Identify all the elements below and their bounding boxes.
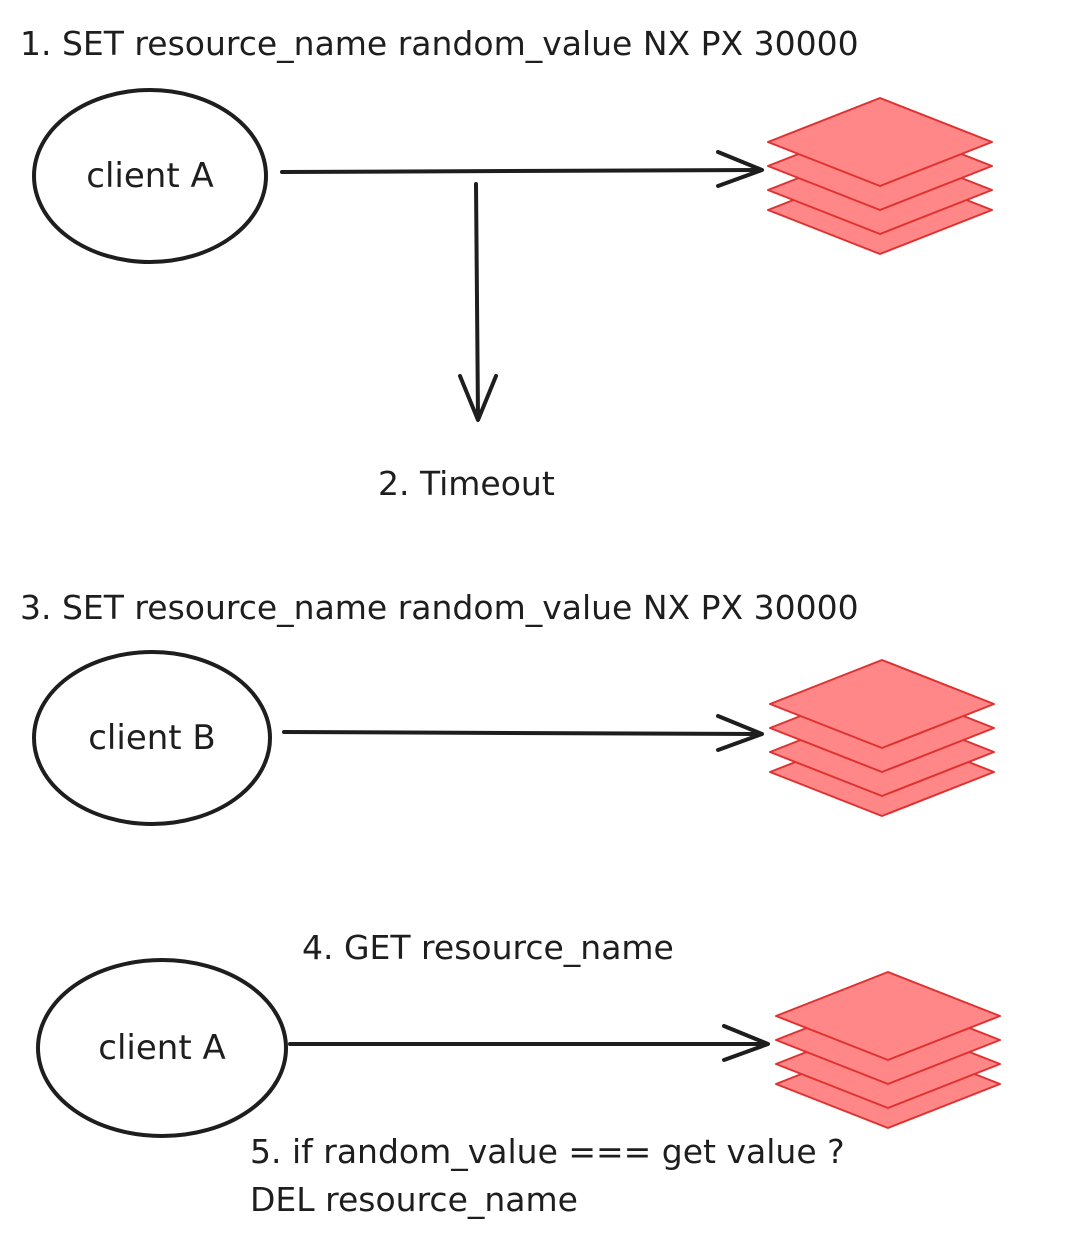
client-a-top-label: client A — [86, 156, 214, 196]
step-3-label: 3. SET resource_name random_value NX PX … — [20, 588, 859, 627]
client-a-bottom-label: client A — [98, 1028, 226, 1068]
arrow-timeout-head — [458, 374, 498, 422]
arrow-set-a-head — [716, 150, 764, 188]
resource-stack-icon-2 — [769, 659, 995, 817]
resource-stack-icon-3 — [775, 971, 1001, 1129]
client-a-top-node[interactable] — [32, 88, 268, 264]
step-2-label: 2. Timeout — [378, 464, 555, 503]
step-1-label: 1. SET resource_name random_value NX PX … — [20, 24, 859, 63]
step-4-label: 4. GET resource_name — [302, 928, 674, 967]
arrow-timeout — [474, 182, 480, 420]
arrow-set-a — [280, 168, 762, 174]
step-5-label-line-1: 5. if random_value === get value ? — [250, 1132, 845, 1171]
arrow-set-b-head — [716, 714, 764, 752]
resource-stack-icon-1 — [767, 97, 993, 255]
client-a-bottom-node[interactable] — [36, 958, 288, 1138]
arrow-get-a-head — [722, 1024, 770, 1062]
client-b-node[interactable] — [32, 650, 272, 826]
step-5-label-line-2: DEL resource_name — [250, 1180, 578, 1219]
client-b-label: client B — [88, 718, 216, 758]
arrow-set-b — [282, 730, 762, 736]
